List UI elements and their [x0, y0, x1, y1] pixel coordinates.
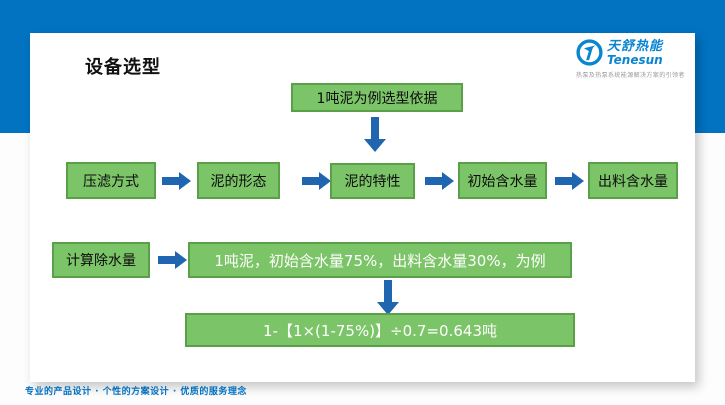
- flow-box-mud-form: 泥的形态: [197, 162, 280, 199]
- flow-box-output-moisture: 出料含水量: [588, 162, 678, 199]
- flow-box-press-method: 压滤方式: [66, 162, 156, 199]
- flow-box-calc-label: 计算除水量: [52, 242, 150, 278]
- arrow-right-icon: [425, 172, 457, 190]
- logo-name-cn: 天舒热能: [607, 38, 664, 54]
- arrow-right-icon: [555, 172, 587, 190]
- page-title: 设备选型: [85, 57, 161, 78]
- arrow-down-icon: [364, 117, 386, 153]
- arrow-down-icon: [377, 280, 399, 316]
- tenesun-circle-f-icon: [576, 39, 603, 66]
- arrow-right-icon: [162, 172, 194, 190]
- logo-tagline: 热泵及热泵系统能源解决方案的引领者: [576, 72, 685, 79]
- company-logo: 天舒热能 Tenesun 热泵及热泵系统能源解决方案的引领者: [576, 39, 694, 79]
- arrow-right-icon: [158, 251, 190, 269]
- logo-name-en: Tenesun: [607, 52, 663, 67]
- flow-box-example: 1吨泥，初始含水量75%，出料含水量30%，为例: [188, 242, 572, 278]
- flow-box-formula: 1-【1×(1-75%)】÷0.7=0.643吨: [185, 313, 575, 347]
- flow-box-mud-property: 泥的特性: [330, 163, 415, 199]
- footer-slogan: 专业的产品设计 · 个性的方案设计 · 优质的服务理念: [25, 387, 247, 397]
- arrow-right-icon: [302, 172, 334, 190]
- flow-box-basis: 1吨泥为例选型依据: [291, 83, 463, 112]
- content-panel: 设备选型 天舒热能 Tenesun 热泵及热泵系统能源解决方案的引领者 1吨泥为…: [30, 33, 695, 382]
- flow-box-initial-moisture: 初始含水量: [458, 162, 547, 199]
